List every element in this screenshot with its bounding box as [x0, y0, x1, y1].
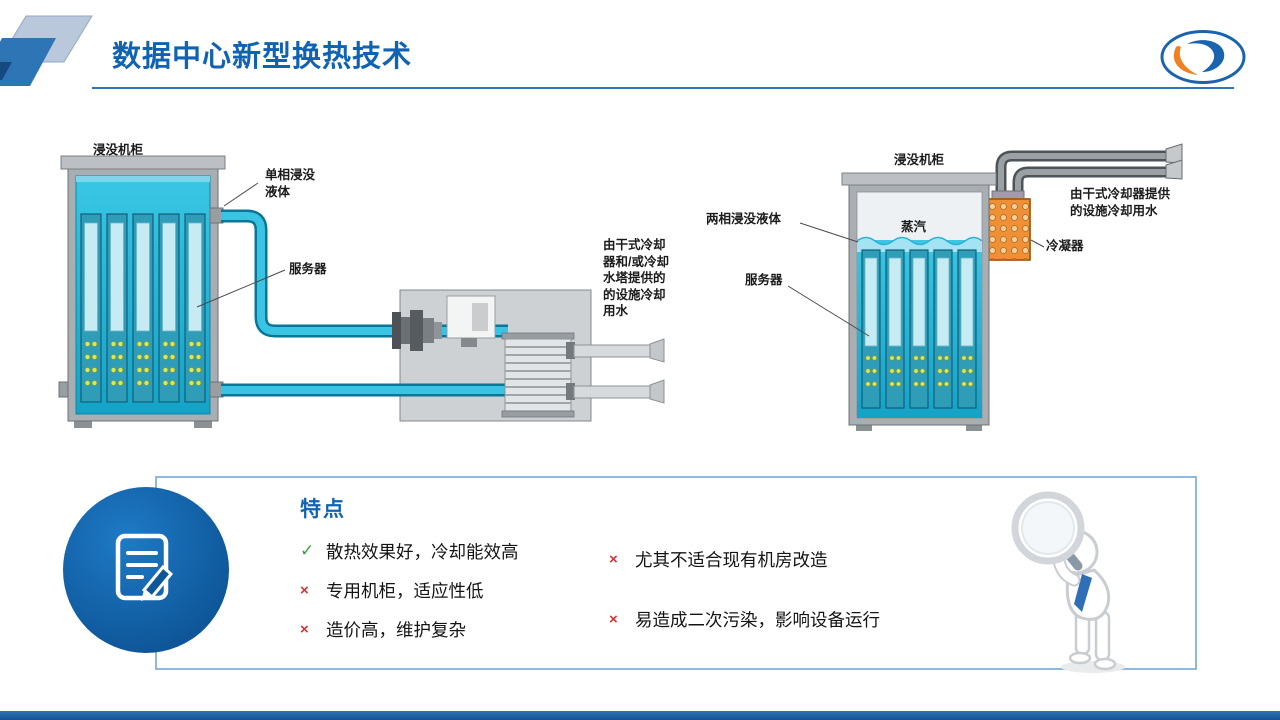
exchanger-coil	[501, 332, 575, 418]
feature-text: 尤其不适合现有机房改造	[635, 549, 828, 570]
single-phase-immersion-diagram	[58, 155, 665, 428]
feature-item: × 易造成二次污染，影响设备运行	[609, 608, 880, 630]
label-liquid-right: 两相浸没液体	[706, 212, 782, 226]
immersion-tank-single-phase	[58, 155, 226, 428]
feature-item: × 专用机柜，适应性低	[300, 579, 519, 601]
coolant-pipes-left	[221, 209, 512, 397]
pointer-lines-right	[787, 222, 1045, 337]
immersion-tank-two-phase	[841, 172, 997, 431]
condenser	[985, 190, 1031, 261]
cross-icon: ×	[609, 610, 618, 628]
pointer-lines-left	[196, 182, 286, 308]
label-water-left: 由干式冷却 器和/或冷却 水塔提供的 的设施冷却 用水	[603, 238, 669, 318]
label-liquid-left: 单相浸没 液体	[265, 168, 316, 199]
check-icon: ✓	[300, 541, 315, 560]
bottom-accent-bar	[0, 711, 1280, 720]
label-condenser: 冷凝器	[1046, 239, 1084, 253]
feature-item: ✓ 散热效果好，冷却能效高	[300, 540, 519, 562]
feature-item: × 造价高，维护复杂	[300, 618, 519, 640]
pump-assembly	[392, 310, 442, 351]
cross-icon: ×	[300, 581, 309, 599]
company-logo-icon	[1160, 30, 1246, 84]
feature-text: 散热效果好，冷却能效高	[326, 541, 519, 562]
figure-tie	[1074, 574, 1092, 612]
features-list-left: ✓ 散热效果好，冷却能效高 × 专用机柜，适应性低 × 造价高，维护复杂	[300, 540, 519, 640]
label-server-left: 服务器	[289, 262, 327, 276]
feature-text: 专用机柜，适应性低	[326, 580, 484, 601]
figure-with-magnifier	[1011, 491, 1125, 673]
server-units-left	[80, 213, 206, 403]
facility-water-pipes-right	[995, 143, 1183, 206]
feature-text: 造价高，维护复杂	[326, 619, 466, 640]
facility-water-pipes-left	[566, 338, 665, 404]
label-cabinet-left: 浸没机柜	[93, 143, 144, 157]
cross-icon: ×	[300, 620, 309, 638]
features-list-right: × 尤其不适合现有机房改造 × 易造成二次污染，影响设备运行	[609, 548, 880, 630]
page-title: 数据中心新型换热技术	[112, 41, 413, 73]
feature-text: 易造成二次污染，影响设备运行	[635, 609, 880, 630]
server-units-right	[861, 249, 977, 409]
label-vapor: 蒸汽	[901, 220, 927, 234]
label-water-right: 由干式冷却器提供 的设施冷却用水	[1070, 187, 1171, 218]
features-icon-badge	[63, 487, 229, 653]
title-underline	[92, 87, 1234, 89]
features-heading: 特点	[300, 498, 346, 521]
control-box	[446, 295, 496, 347]
document-pencil-icon	[115, 533, 174, 601]
label-server-right: 服务器	[745, 273, 783, 287]
feature-item: × 尤其不适合现有机房改造	[609, 548, 880, 570]
two-phase-immersion-diagram	[787, 143, 1183, 431]
cross-icon: ×	[609, 550, 618, 568]
label-cabinet-right: 浸没机柜	[894, 153, 945, 167]
header-decoration	[0, 15, 93, 86]
features-panel: 特点 ✓ 散热效果好，冷却能效高 × 专用机柜，适应性低 × 造价高，维护复杂 …	[155, 476, 1197, 670]
